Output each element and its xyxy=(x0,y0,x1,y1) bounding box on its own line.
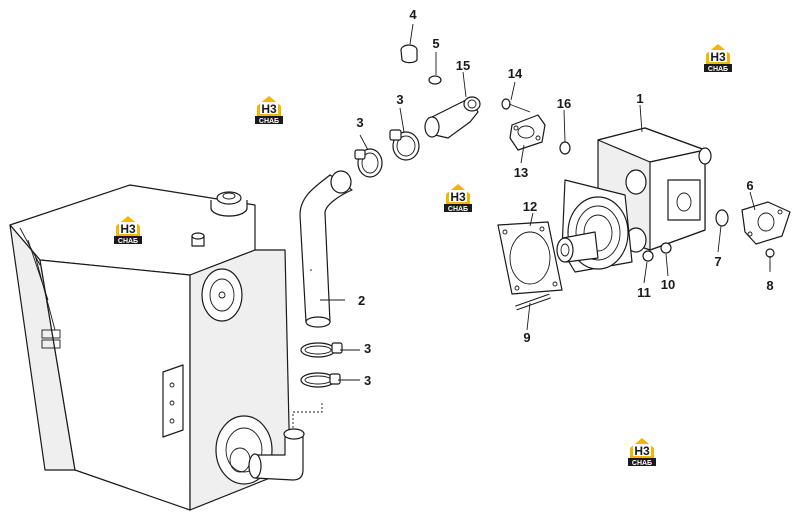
bolt-14 xyxy=(501,98,531,113)
watermark-logo-3: H3 СНАБ xyxy=(444,184,472,213)
callout-6: 6 xyxy=(746,178,753,193)
callout-7: 7 xyxy=(714,254,721,269)
plug xyxy=(400,44,418,64)
watermark-logo-1: H3 СНАБ xyxy=(255,96,283,125)
callout-8: 8 xyxy=(766,278,773,293)
pump-flange xyxy=(509,114,546,151)
callout-2: 2 xyxy=(358,293,365,308)
suction-elbow xyxy=(424,96,481,139)
gear-pump xyxy=(556,127,712,273)
svg-text:H3: H3 xyxy=(634,444,650,458)
o-ring-7 xyxy=(715,209,729,227)
callout-3-upper-right: 3 xyxy=(396,92,403,107)
svg-text:H3: H3 xyxy=(261,102,277,116)
o-ring-16 xyxy=(559,141,571,155)
stud xyxy=(515,293,551,311)
callout-4: 4 xyxy=(409,7,417,22)
svg-text:H3: H3 xyxy=(120,222,136,236)
hose-clamp-lower-2 xyxy=(300,372,341,388)
callout-3-lower-bottom: 3 xyxy=(364,373,371,388)
svg-text:СНАБ: СНАБ xyxy=(448,206,468,213)
nut-10 xyxy=(660,242,672,254)
gasket xyxy=(497,221,563,295)
hose-clamp-upper-2 xyxy=(389,129,420,161)
washer-11 xyxy=(642,250,654,262)
watermark-logo-2: H3 СНАБ xyxy=(114,216,142,245)
hose-clamp-lower-1 xyxy=(300,342,343,358)
svg-text:СНАБ: СНАБ xyxy=(708,66,728,73)
leader-lines xyxy=(320,23,771,381)
hydraulic-tank xyxy=(9,184,305,511)
svg-text:H3: H3 xyxy=(450,190,466,204)
callout-3-upper-left: 3 xyxy=(356,115,363,130)
suction-hose xyxy=(299,170,353,328)
watermark-logo-5: H3 СНАБ xyxy=(628,438,656,467)
svg-text:СНАБ: СНАБ xyxy=(118,238,138,245)
callout-9: 9 xyxy=(523,330,530,345)
callout-11: 11 xyxy=(637,285,651,300)
svg-text:СНАБ: СНАБ xyxy=(632,460,652,467)
callout-10: 10 xyxy=(661,277,675,292)
callout-12: 12 xyxy=(523,199,537,214)
callout-5: 5 xyxy=(432,36,439,51)
callout-13: 13 xyxy=(514,165,528,180)
callout-15: 15 xyxy=(456,58,470,73)
outlet-flange xyxy=(741,201,791,245)
hose-clamp-upper-1 xyxy=(354,148,383,178)
callout-1: 1 xyxy=(636,91,643,106)
callout-16: 16 xyxy=(557,96,571,111)
svg-text:СНАБ: СНАБ xyxy=(259,118,279,125)
callout-3-lower-top: 3 xyxy=(364,341,371,356)
callout-14: 14 xyxy=(508,66,523,81)
hose-link-dashed xyxy=(292,402,323,428)
o-ring-5 xyxy=(428,75,442,85)
svg-text:H3: H3 xyxy=(710,50,726,64)
callout-labels: 1 2 3 3 3 3 4 5 6 7 8 9 10 11 12 13 14 1… xyxy=(356,7,773,388)
watermark-logo-4: H3 СНАБ xyxy=(704,44,732,73)
